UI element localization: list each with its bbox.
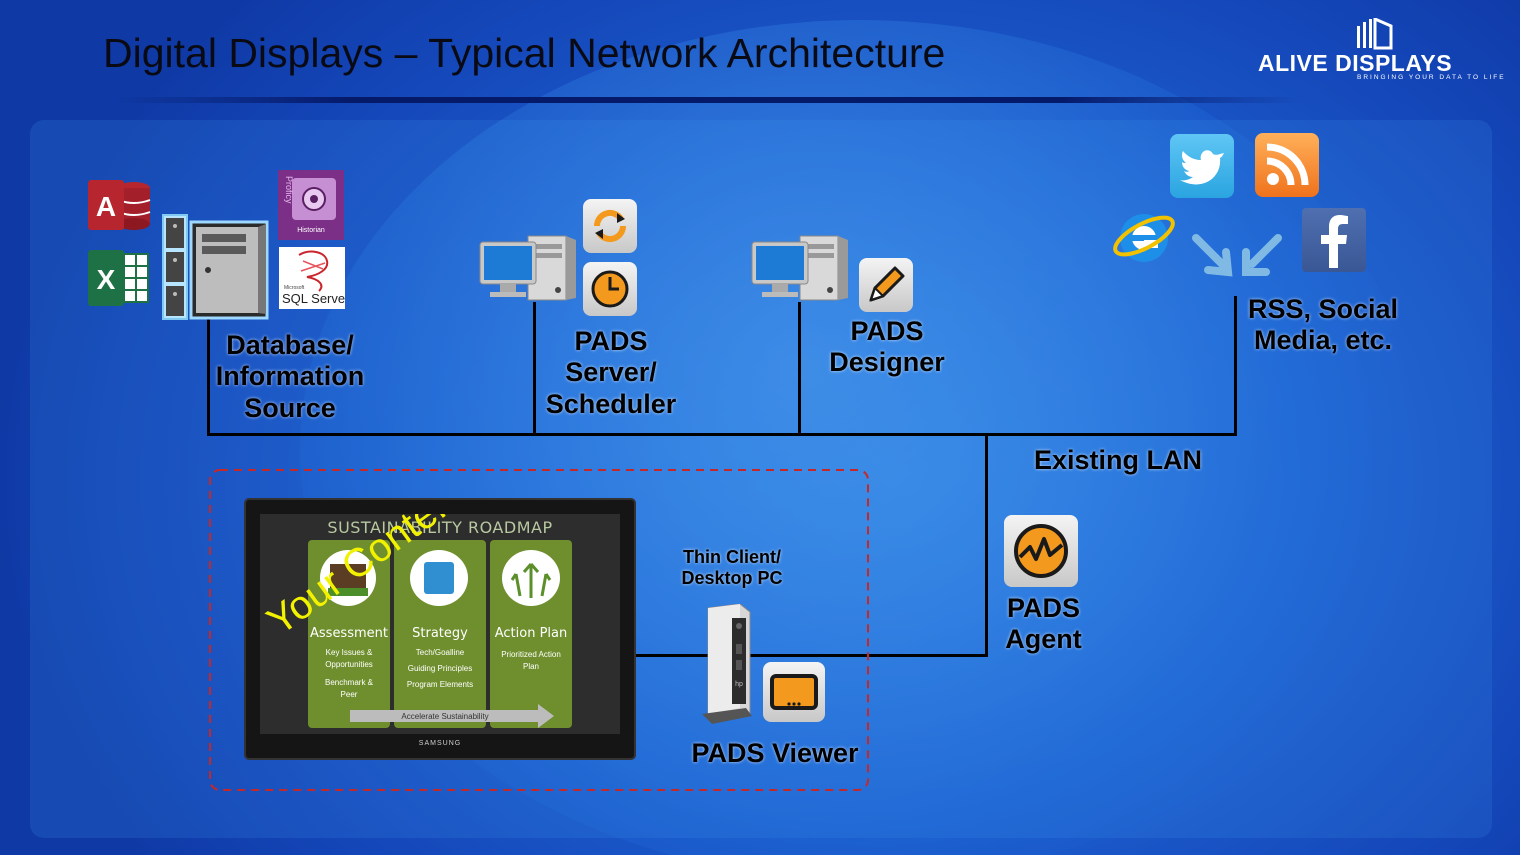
access-icon: A: [88, 180, 151, 230]
accelerate-arrow: [350, 710, 540, 722]
internet-explorer-icon: [1113, 214, 1175, 262]
lan-label: Existing LAN: [1033, 445, 1202, 475]
card-line: Guiding Principles: [407, 664, 473, 673]
card-title: Assessment: [310, 626, 388, 641]
agent-horizontal-line: [634, 654, 988, 657]
accelerate-arrowhead: [538, 704, 554, 728]
scheduler-clock-icon: [583, 262, 637, 316]
designer-label: PADS Designer: [829, 316, 945, 378]
logo-tagline: BRINGING YOUR DATA TO LIFE: [1357, 74, 1506, 81]
display-monitor: SUSTAINABILITY ROADMAP Assessment Key Is…: [246, 500, 634, 758]
device-brand: hp: [735, 681, 743, 688]
historian-label: Historian: [297, 227, 325, 234]
growth-arrows-icon: [502, 550, 560, 606]
twitter-icon: [1170, 134, 1234, 198]
proficy-historian-icon: Proficy Historian: [278, 170, 344, 240]
svg-text:X: X: [97, 264, 116, 295]
rss-icon: [1255, 133, 1319, 197]
agent-label: PADS Agent: [1005, 593, 1082, 655]
recycle-icon: [410, 550, 468, 606]
display-screen: SUSTAINABILITY ROADMAP Assessment Key Is…: [260, 514, 620, 734]
social-drop-line: [1234, 296, 1237, 436]
card-line: Prioritized Action: [501, 650, 561, 659]
thin-client-label: Thin Client/ Desktop PC: [681, 547, 783, 588]
viewer-region-outline: [209, 469, 869, 791]
database-drop-line: [207, 318, 210, 436]
facebook-icon: [1302, 208, 1366, 272]
card-line: Tech/Goalline: [415, 648, 465, 657]
logo-brand: ALIVE DISPLAYS: [1258, 50, 1453, 76]
server-drop-line: [533, 302, 536, 436]
agent-drop-line: [985, 433, 988, 657]
page-title: Digital Displays – Typical Network Archi…: [103, 30, 946, 76]
database-server-icon: [162, 214, 269, 320]
microsoft-label: Microsoft: [284, 285, 305, 291]
social-label: RSS, Social Media, etc.: [1247, 294, 1399, 356]
arrow-down-left-icon: [1242, 234, 1282, 276]
server-computer-icon: [479, 235, 576, 301]
server-label: PADS Server/ Scheduler: [545, 326, 677, 419]
sql-label: SQL Server: [282, 291, 345, 306]
assessment-icon: [320, 550, 376, 606]
accelerate-label: Accelerate Sustainability: [401, 712, 489, 721]
card-title: Action Plan: [494, 626, 568, 641]
card-line: Program Elements: [406, 680, 474, 689]
display-brand: SAMSUNG: [418, 740, 462, 747]
card-title: Strategy: [412, 626, 468, 641]
card-line: Benchmark &: [324, 678, 374, 687]
card-line: Opportunities: [325, 660, 373, 669]
designer-pencil-icon: [859, 258, 913, 312]
title-underline: [110, 97, 1300, 103]
screen-card: Action Plan Prioritized Action Plan: [490, 540, 572, 728]
proficy-label: Proficy: [284, 176, 294, 204]
screen-heading: SUSTAINABILITY ROADMAP: [327, 518, 553, 537]
sql-server-icon: Microsoft SQL Server: [279, 247, 345, 309]
screen-card: Assessment Key Issues & Opportunities Be…: [308, 540, 390, 728]
card-line: Key Issues &: [325, 648, 373, 657]
svg-text:A: A: [96, 191, 116, 222]
arrow-down-right-icon: [1192, 234, 1233, 277]
alive-displays-logo-icon: [1357, 18, 1393, 50]
scheduler-sync-icon: [583, 199, 637, 253]
thin-client-device-icon: hp: [702, 604, 752, 724]
card-line: Plan: [522, 662, 539, 671]
database-label: Database/ Information Source: [215, 330, 365, 423]
viewer-label: PADS Viewer: [691, 738, 859, 768]
designer-computer-icon: [751, 235, 848, 301]
viewer-icon: [763, 662, 825, 722]
lan-main-line: [207, 433, 1237, 436]
designer-drop-line: [798, 302, 801, 436]
screen-card: Strategy Tech/Goalline Guiding Principle…: [394, 540, 486, 728]
agent-icon: [1004, 515, 1078, 587]
card-line: Peer: [340, 690, 358, 699]
excel-icon: X: [88, 250, 149, 306]
